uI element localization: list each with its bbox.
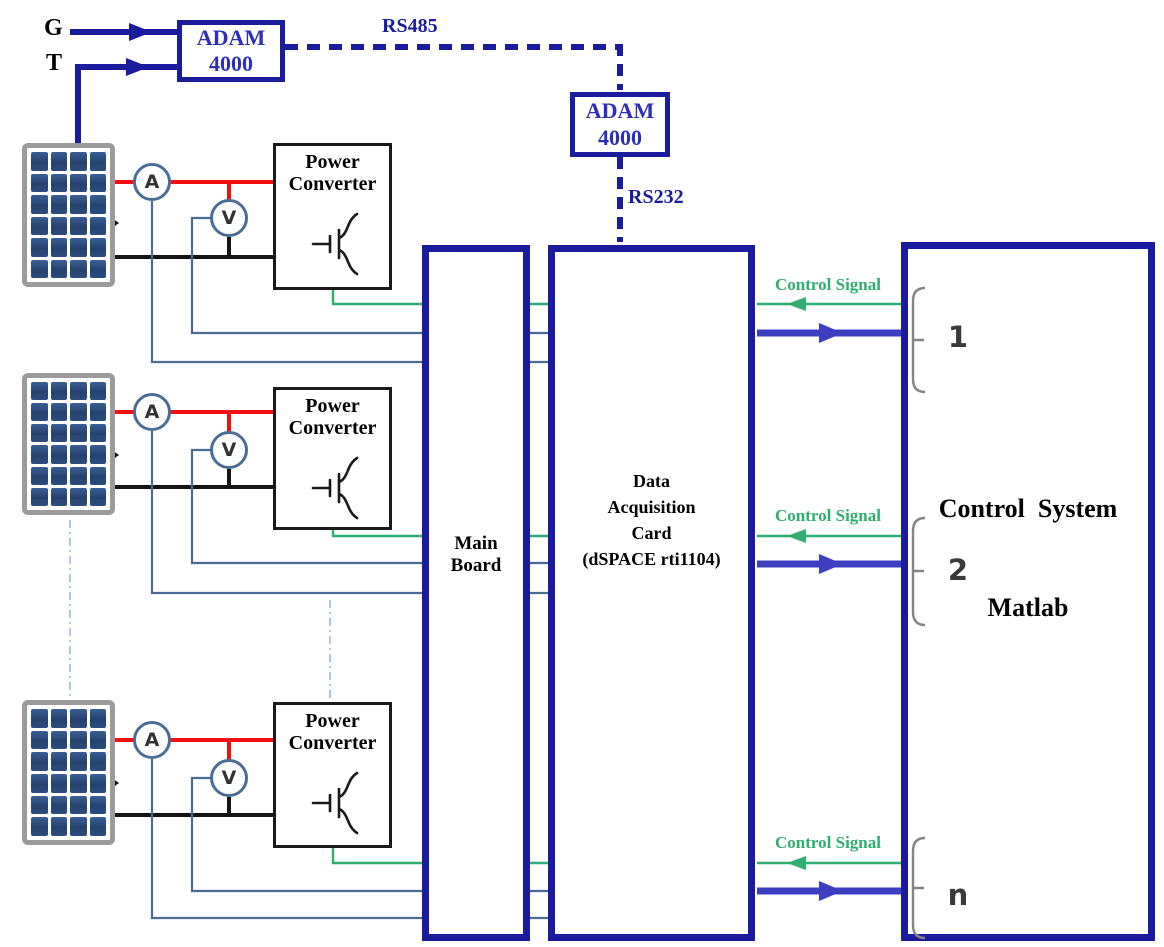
igbt-symbol-icon	[311, 456, 359, 520]
power-converter-2: Power Converter	[273, 387, 392, 530]
control-system-label-line2: Matlab	[987, 593, 1069, 622]
adam-top-model: 4000	[209, 51, 253, 76]
power-converter-1-label: Power Converter	[288, 151, 377, 196]
channel-n-arrows	[757, 856, 902, 901]
adam-top-name: ADAM	[196, 24, 266, 50]
daq-label-line1: Data	[633, 471, 670, 491]
pv-string-n-wires	[110, 738, 650, 920]
pv-panel-n	[22, 700, 115, 845]
igbt-symbol-icon	[311, 212, 359, 276]
channel-n-label: n	[947, 878, 969, 912]
adam-4000-module-top: ADAM 4000	[177, 20, 285, 82]
adam-mid-name: ADAM	[585, 98, 655, 124]
voltmeter-n: V	[210, 759, 248, 797]
power-converter-2-label: Power Converter	[288, 395, 377, 440]
control-system-label-line1: Control System	[938, 494, 1118, 523]
rs232-label: RS232	[628, 186, 684, 208]
control-signal-label-1: Control Signal	[775, 275, 881, 294]
igbt-symbol-icon	[311, 771, 359, 835]
channel-1-arrows	[757, 297, 902, 343]
main-board-label: Main Board	[450, 533, 502, 577]
pv-panel-n-cells	[31, 709, 106, 836]
rs485-label: RS485	[382, 15, 438, 37]
voltmeter-1: V	[210, 199, 248, 237]
pv-panel-1-cells	[31, 152, 106, 278]
ammeter-1-label: A	[144, 171, 160, 193]
sensor-input-wires	[70, 23, 180, 146]
control-signal-label-n: Control Signal	[775, 833, 881, 852]
voltmeter-1-label: V	[221, 207, 237, 229]
voltmeter-n-label: V	[221, 767, 237, 789]
continuation-dashed-lines	[69, 520, 331, 700]
daq-label-line2: Acquisition	[607, 497, 696, 517]
power-converter-n-label: Power Converter	[288, 710, 377, 755]
voltmeter-2: V	[210, 431, 248, 469]
main-board-box	[422, 245, 530, 941]
irradiance-input-label: G	[44, 15, 63, 41]
channel-2-label: 2	[947, 553, 969, 587]
daq-card-box	[548, 245, 755, 941]
pv-panel-1	[22, 143, 115, 287]
daq-label-line3: Card	[631, 523, 672, 543]
ammeter-1: A	[133, 163, 171, 201]
power-converter-n: Power Converter	[273, 702, 392, 848]
channel-1-label: 1	[947, 320, 969, 354]
adam-4000-module-mid: ADAM 4000	[570, 92, 670, 157]
daq-card-label: Data Acquisition Card (dSPACE rti1104)	[550, 468, 753, 572]
temperature-input-label: T	[46, 50, 63, 76]
ammeter-n: A	[133, 721, 171, 759]
ammeter-2-label: A	[144, 401, 160, 423]
voltmeter-2-label: V	[221, 439, 237, 461]
control-system-box	[901, 242, 1155, 941]
daq-label-line4: (dSPACE rti1104)	[582, 549, 721, 569]
control-system-label: Control System Matlab	[903, 426, 1153, 690]
pv-panel-2-cells	[31, 382, 106, 506]
ammeter-n-label: A	[144, 729, 160, 751]
power-converter-1: Power Converter	[273, 143, 392, 290]
control-signal-label-2: Control Signal	[775, 506, 881, 525]
adam-mid-model: 4000	[598, 124, 642, 150]
pv-panel-2	[22, 373, 115, 515]
channel-2-arrows	[757, 529, 902, 574]
rs485-bus-wire	[285, 44, 623, 90]
ammeter-2: A	[133, 393, 171, 431]
